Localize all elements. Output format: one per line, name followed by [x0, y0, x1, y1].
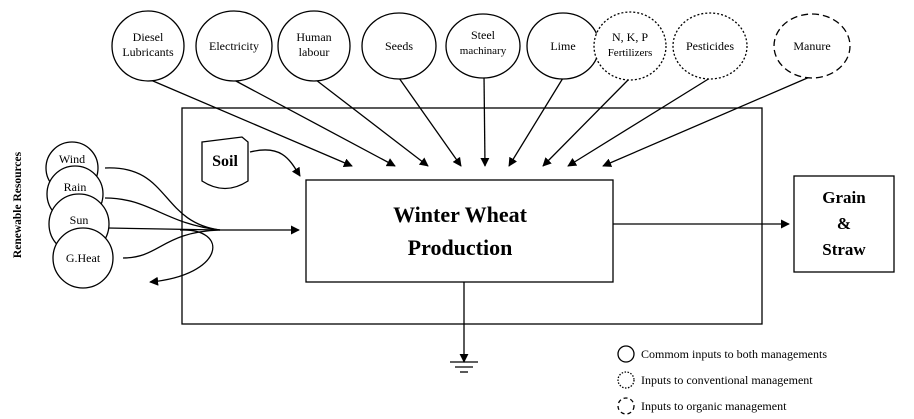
process-line-1: Winter Wheat — [393, 202, 528, 227]
heat-label: G.Heat — [66, 251, 101, 265]
legend: Commom inputs to both managements Inputs… — [617, 345, 827, 415]
legend-organic: Inputs to organic management — [641, 399, 787, 413]
output-line-1: Grain — [822, 188, 866, 207]
legend-conventional: Inputs to conventional management — [641, 373, 813, 387]
wind-label: Wind — [59, 152, 85, 166]
pesticides-label: Pesticides — [686, 39, 734, 53]
input-arrows — [145, 74, 813, 167]
labour-line-1: Human — [296, 30, 331, 44]
output-box: Grain & Straw — [793, 175, 895, 273]
renewable-geothermal-heat: G.Heat — [52, 227, 114, 289]
soil-label: Soil — [212, 153, 238, 170]
legend-conventional-marker — [617, 371, 635, 389]
fertilizer-line-2: Fertilizers — [608, 47, 653, 59]
soil-container: Soil — [201, 136, 249, 190]
renewable-flow-lines — [104, 167, 300, 286]
output-line-2: & — [837, 214, 851, 233]
sun-label: Sun — [70, 213, 89, 227]
manure-label: Manure — [793, 39, 830, 53]
legend-common: Commom inputs to both managements — [641, 347, 827, 361]
input-human-labour: Human labour — [277, 10, 351, 82]
process-line-2: Production — [408, 235, 513, 260]
electricity-label: Electricity — [209, 39, 259, 53]
input-seeds: Seeds — [361, 12, 437, 80]
renewable-resources-title: Renewable Resources — [12, 151, 24, 258]
input-lime: Lime — [526, 12, 600, 80]
input-manure: Manure — [773, 13, 851, 79]
rain-label: Rain — [64, 180, 87, 194]
input-npk-fertilizers: N, K, P Fertilizers — [593, 11, 667, 81]
diesel-line-2: Lubricants — [122, 45, 174, 59]
fertilizer-line-1: N, K, P — [612, 30, 648, 44]
input-pesticides: Pesticides — [672, 12, 748, 80]
soil-arrow — [249, 149, 301, 177]
output-line-3: Straw — [822, 240, 866, 259]
seeds-label: Seeds — [385, 39, 413, 53]
steel-line-1: Steel — [471, 28, 496, 42]
legend-organic-marker — [617, 397, 635, 415]
steel-line-2: machinary — [460, 45, 507, 57]
lime-label: Lime — [550, 39, 575, 53]
input-steel-machinary: Steel machinary — [445, 13, 521, 79]
process-box: Winter Wheat Production — [305, 179, 614, 283]
legend-common-marker — [617, 345, 635, 363]
system-boundary — [181, 107, 763, 325]
input-diesel-lubricants: Diesel Lubricants — [111, 10, 185, 82]
input-electricity: Electricity — [195, 10, 273, 82]
diesel-line-1: Diesel — [133, 30, 164, 44]
labour-line-2: labour — [299, 45, 330, 59]
ground-icon — [450, 282, 478, 373]
